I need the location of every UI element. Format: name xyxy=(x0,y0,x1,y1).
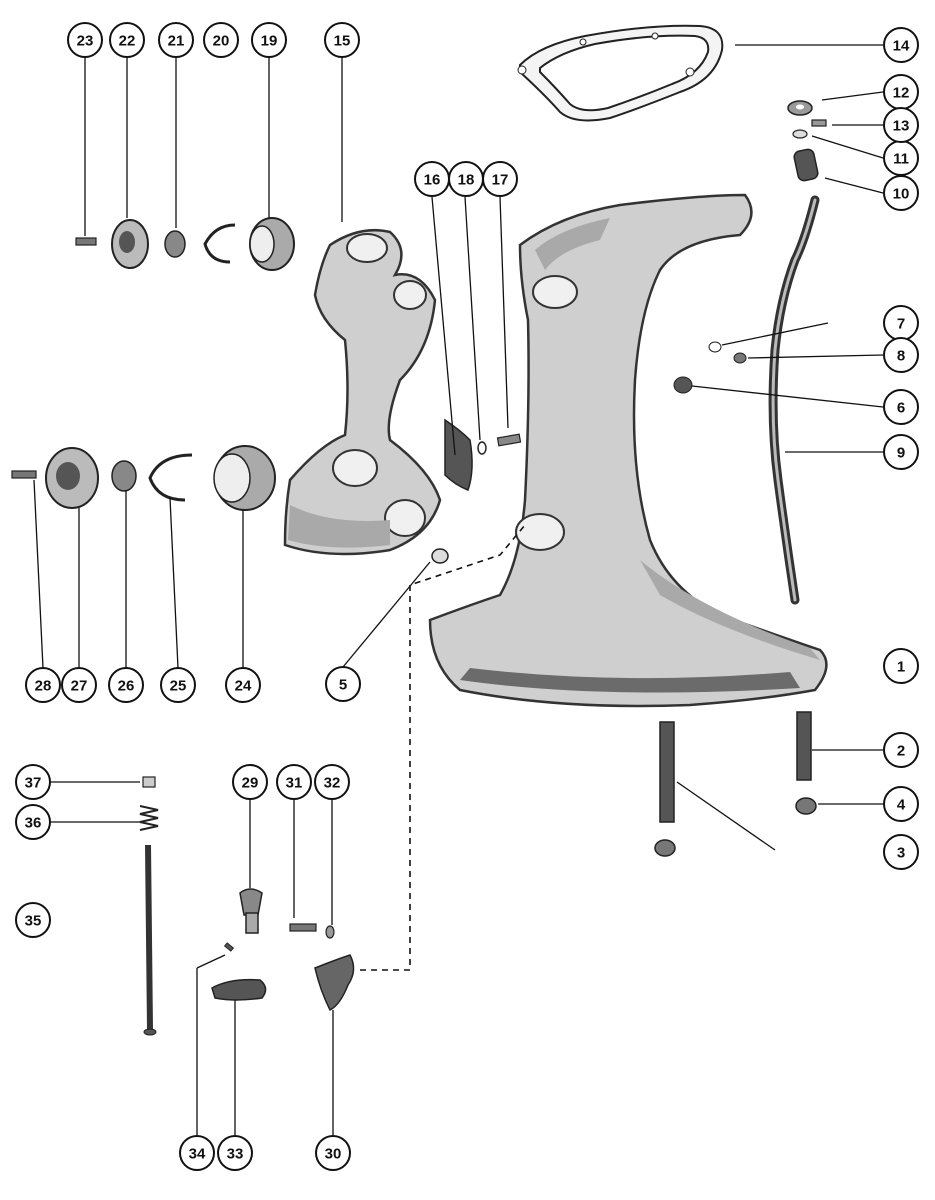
drive-shaft-housing-part xyxy=(428,193,828,708)
callout-label: 8 xyxy=(897,348,905,365)
callout-31: 31 xyxy=(276,764,312,800)
callout-label: 35 xyxy=(25,913,42,930)
callout-6: 6 xyxy=(883,389,919,425)
nut-part xyxy=(431,548,449,564)
upper-bearing-parts xyxy=(75,217,295,271)
callout-label: 15 xyxy=(334,33,351,50)
callout-label: 20 xyxy=(213,33,230,50)
callout-label: 19 xyxy=(261,33,278,50)
stud-parts xyxy=(654,711,817,857)
callout-21: 21 xyxy=(158,22,194,58)
callout-5: 5 xyxy=(325,666,361,702)
callout-28: 28 xyxy=(25,667,61,703)
callout-label: 5 xyxy=(339,677,347,694)
callout-label: 36 xyxy=(25,815,42,832)
callout-4: 4 xyxy=(883,786,919,822)
callout-12: 12 xyxy=(883,74,919,110)
callout-label: 30 xyxy=(325,1146,342,1163)
callout-23: 23 xyxy=(67,22,103,58)
callout-label: 25 xyxy=(170,678,187,695)
callout-17: 17 xyxy=(482,161,518,197)
callout-10: 10 xyxy=(883,175,919,211)
callout-label: 28 xyxy=(35,678,52,695)
callout-1: 1 xyxy=(883,648,919,684)
callout-16: 16 xyxy=(414,161,450,197)
callout-7: 7 xyxy=(883,305,919,341)
callout-34: 34 xyxy=(179,1135,215,1171)
upper-hardware-parts xyxy=(787,100,827,182)
callout-11: 11 xyxy=(883,140,919,176)
callout-33: 33 xyxy=(217,1135,253,1171)
callout-label: 12 xyxy=(893,85,910,102)
callout-label: 9 xyxy=(897,445,905,462)
callout-26: 26 xyxy=(108,667,144,703)
callout-label: 7 xyxy=(897,316,905,333)
callout-label: 29 xyxy=(242,775,259,792)
callout-label: 1 xyxy=(897,659,905,676)
callout-35: 35 xyxy=(15,902,51,938)
callout-label: 4 xyxy=(897,797,906,814)
callout-36: 36 xyxy=(15,804,51,840)
callout-14: 14 xyxy=(883,27,919,63)
callout-label: 22 xyxy=(119,33,136,50)
callout-9: 9 xyxy=(883,434,919,470)
callout-label: 14 xyxy=(893,38,910,55)
callout-20: 20 xyxy=(203,22,239,58)
callout-label: 13 xyxy=(893,118,910,135)
callout-37: 37 xyxy=(15,764,51,800)
callout-label: 23 xyxy=(77,33,94,50)
callout-27: 27 xyxy=(61,667,97,703)
callout-8: 8 xyxy=(883,337,919,373)
callout-24: 24 xyxy=(225,667,261,703)
callout-15: 15 xyxy=(324,22,360,58)
callout-label: 26 xyxy=(118,678,135,695)
callout-label: 16 xyxy=(424,172,441,189)
callout-label: 31 xyxy=(286,775,303,792)
callout-22: 22 xyxy=(109,22,145,58)
gasket-part xyxy=(517,24,724,122)
callout-label: 32 xyxy=(324,775,341,792)
callout-30: 30 xyxy=(315,1135,351,1171)
callout-label: 34 xyxy=(189,1146,206,1163)
callout-label: 33 xyxy=(227,1146,244,1163)
callout-label: 3 xyxy=(897,845,905,862)
callout-32: 32 xyxy=(314,764,350,800)
callout-label: 24 xyxy=(235,678,252,695)
long-rod-spring-parts xyxy=(139,776,159,1036)
callout-2: 2 xyxy=(883,732,919,768)
callout-29: 29 xyxy=(232,764,268,800)
callout-label: 11 xyxy=(893,151,909,168)
callout-label: 18 xyxy=(458,172,475,189)
callout-18: 18 xyxy=(448,161,484,197)
leader-lines xyxy=(33,44,884,1136)
callout-label: 2 xyxy=(897,743,905,760)
callout-13: 13 xyxy=(883,107,919,143)
swivel-bracket-part xyxy=(283,228,442,556)
callout-3: 3 xyxy=(883,834,919,870)
callout-19: 19 xyxy=(251,22,287,58)
lower-bearing-parts xyxy=(11,445,276,511)
callout-label: 17 xyxy=(492,172,509,189)
callout-label: 37 xyxy=(25,775,42,792)
callout-label: 27 xyxy=(71,678,88,695)
plate-washer-screw-parts xyxy=(444,418,522,491)
callout-25: 25 xyxy=(160,667,196,703)
shift-linkage-parts xyxy=(211,888,355,1012)
callout-label: 6 xyxy=(897,400,905,417)
callout-label: 10 xyxy=(893,186,910,203)
callout-label: 21 xyxy=(168,33,185,50)
